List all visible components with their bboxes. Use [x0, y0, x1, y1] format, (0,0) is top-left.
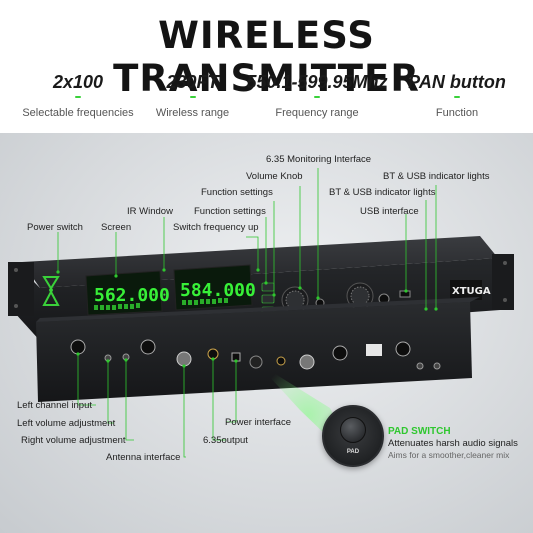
right-channel-input-icon [140, 339, 156, 355]
power-switch-icon [42, 276, 60, 306]
pad-switch-title: PAD SWITCH [388, 426, 451, 437]
spec-underline [314, 96, 320, 98]
function-button [261, 294, 275, 304]
spec-sticker [366, 344, 382, 356]
pad-switch-description: Attenuates harsh audio signals [388, 438, 518, 449]
spec-label: Wireless range [155, 107, 230, 119]
display-left-readout: 562.000 [94, 285, 170, 306]
spec-label: Selectable frequencies [22, 107, 134, 119]
callout-power-switch: Power switch [27, 222, 83, 233]
antenna-connector [299, 354, 315, 370]
callout-left-volume: Left volume adjustment [17, 418, 116, 429]
spec-value: 230FT [166, 72, 219, 92]
spec-value: 550.1-599.95Mhz [246, 72, 388, 92]
rear-connectors [70, 339, 441, 370]
spec-value: 2x100 [52, 72, 104, 92]
spec-frequencies: 2x100 Selectable frequencies [18, 72, 138, 119]
spec-label: Function [435, 107, 479, 119]
spec-value: PAN button [408, 72, 506, 92]
callout-screen: Screen [101, 222, 132, 233]
callout-lines [57, 168, 437, 458]
callout-function-settings-2: Function settings [194, 206, 266, 217]
spec-range: 230FT Wireless range [145, 72, 240, 119]
rear-unit-face [36, 302, 472, 402]
spec-underline [454, 96, 460, 98]
pad-switch-subdescription: Aims for a smoother,cleaner mix [388, 450, 510, 460]
pad-knob-icon [340, 417, 366, 443]
spec-label: Frequency range [275, 107, 359, 119]
callout-ir-window: IR Window [127, 206, 173, 217]
level-meter-right [182, 298, 228, 305]
callout-right-volume: Right volume adjustment [21, 435, 126, 446]
display-left [85, 270, 163, 316]
rack-ear-left [8, 262, 34, 316]
callout-bt-usb-lights-2: BT & USB indicator lights [329, 187, 436, 198]
callout-usb-interface: USB interface [360, 206, 419, 217]
callout-left-channel-input: Left channel input [17, 400, 93, 411]
pad-label: PAD [346, 449, 360, 455]
callout-function-settings-1: Function settings [201, 187, 273, 198]
callout-antenna-interface: Antenna interface [106, 452, 181, 463]
xlr-connector [395, 341, 411, 357]
out-jack [276, 356, 286, 366]
left-channel-input-icon [70, 339, 86, 355]
rack-ear-right [492, 254, 514, 310]
brand-badge [450, 280, 482, 300]
pad-switch-closeup: PAD [322, 405, 384, 467]
display-right-readout: 584.000 [180, 280, 256, 301]
spec-function: PAN button Function [398, 72, 516, 119]
display-right [173, 264, 253, 311]
callout-dots [56, 268, 438, 368]
callout-volume-knob: Volume Knob [246, 171, 303, 182]
spec-frequency-range: 550.1-599.95Mhz Frequency range [244, 72, 390, 119]
callout-switch-frequency: Switch frequency up [173, 222, 259, 233]
xlr-connector [332, 345, 348, 361]
brand-logo: XTUGA [452, 286, 491, 297]
level-meter-left [94, 303, 140, 310]
callout-power-interface: Power interface [225, 417, 292, 428]
function-button [261, 282, 275, 292]
page-title: WIRELESS TRANSMITTER [113, 14, 420, 100]
callout-bt-usb-lights-1: BT & USB indicator lights [383, 171, 490, 182]
spec-underline [189, 96, 196, 98]
callout-output: 6.35output [203, 435, 248, 446]
antenna-connector [176, 351, 192, 367]
spec-underline [75, 96, 81, 98]
callout-monitoring-interface: 6.35 Monitoring Interface [266, 154, 372, 165]
